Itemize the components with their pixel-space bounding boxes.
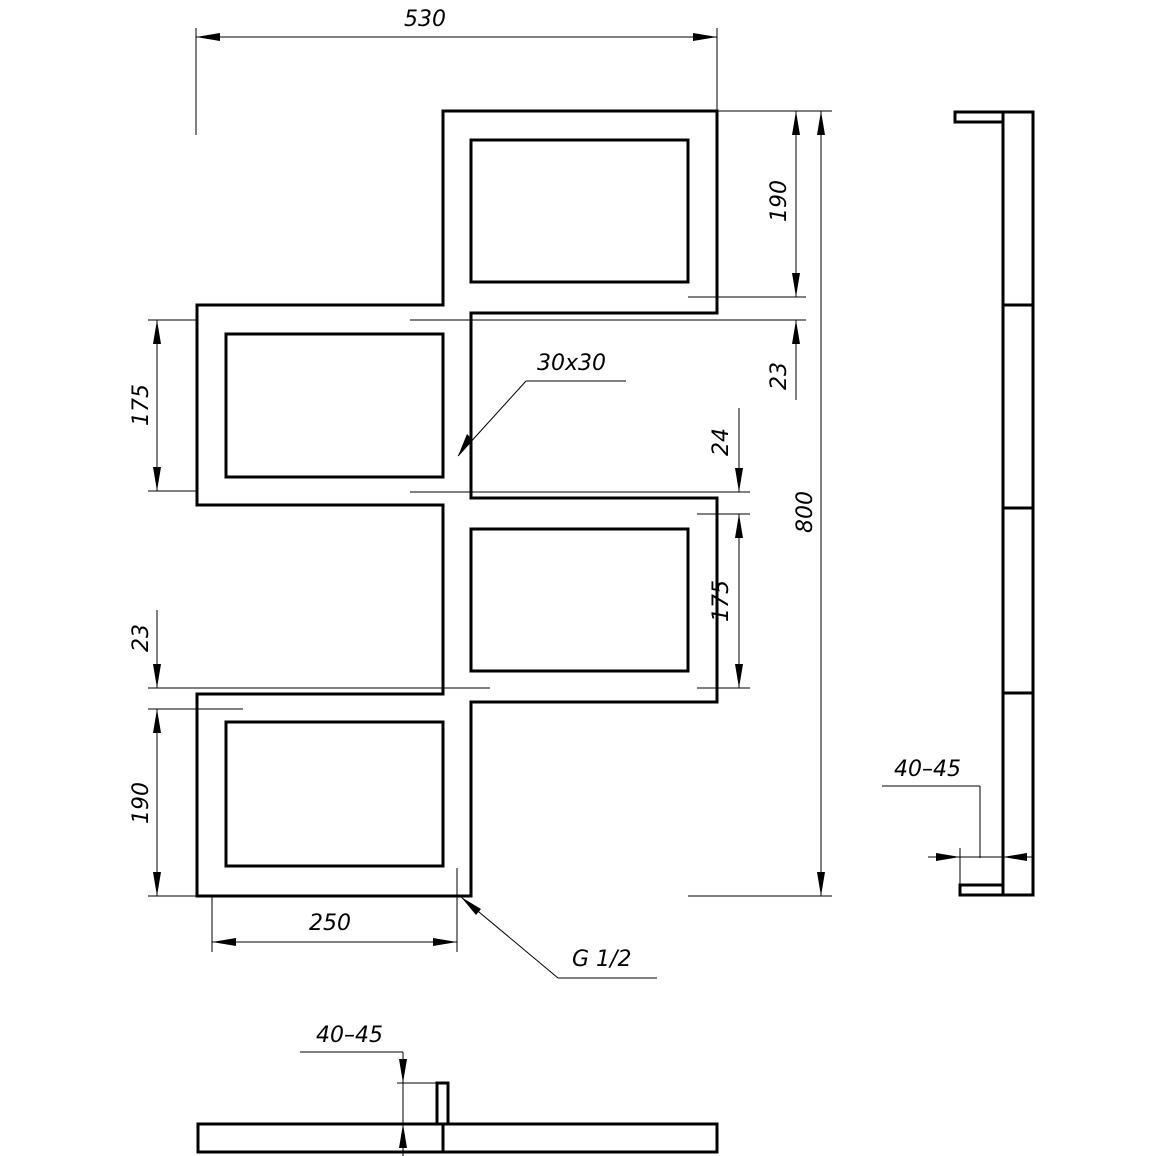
plan-mount	[435, 1081, 450, 1126]
panel-lower-right	[469, 527, 690, 673]
dim-tube-label: 30x30	[537, 351, 606, 376]
dim-bottom-width-label: 250	[309, 911, 351, 936]
side-mount-bottom	[958, 883, 1005, 897]
dim-gap-bottom-label: 23	[129, 624, 154, 652]
side-mount-top	[953, 110, 1005, 124]
panel-bottom-left	[224, 720, 445, 868]
plan-body	[196, 1122, 719, 1154]
dim-gap-top-label: 23	[767, 362, 792, 390]
dim-wall-bottom-label: 40–45	[316, 1023, 383, 1048]
dim-bottom-panel: 190	[129, 709, 197, 897]
dim-overall-width-label: 530	[404, 7, 446, 32]
dim-overall-height: 800	[688, 110, 832, 897]
dim-overall-height-label: 800	[793, 491, 818, 533]
panel-upper-left	[224, 332, 445, 479]
dim-gap-middle: 24	[410, 408, 750, 515]
side-body	[1001, 110, 1035, 897]
dim-top-panel: 190	[688, 111, 806, 298]
dim-top-panel-label: 190	[767, 180, 792, 222]
dim-wall-bottom: 40–45	[300, 1023, 437, 1156]
dim-bottom-panel-label: 190	[129, 782, 154, 824]
top-view	[196, 1081, 719, 1154]
rail-outline	[195, 109, 719, 898]
dim-connection-leader: G 1/2	[460, 896, 657, 979]
dim-gap-middle-label: 24	[709, 428, 734, 456]
dim-bottom-width: 250	[211, 868, 458, 952]
dim-gap-bottom: 23	[129, 610, 490, 710]
dim-left-upper: 175	[129, 319, 197, 492]
dim-wall-side-label: 40–45	[894, 757, 961, 782]
dim-gap-top: 23	[410, 319, 806, 400]
dim-left-upper-label: 175	[129, 384, 154, 426]
dim-right-lower-label: 175	[709, 580, 734, 622]
dim-tube-leader: 30x30	[457, 351, 626, 457]
dim-wall-side: 40–45	[882, 757, 1033, 885]
side-view	[953, 110, 1035, 897]
dim-connection-label: G 1/2	[572, 947, 631, 972]
front-view	[195, 109, 719, 898]
panel-top-right	[469, 138, 690, 284]
dim-right-lower: 175	[697, 514, 750, 689]
dim-overall-width: 530	[195, 7, 718, 135]
